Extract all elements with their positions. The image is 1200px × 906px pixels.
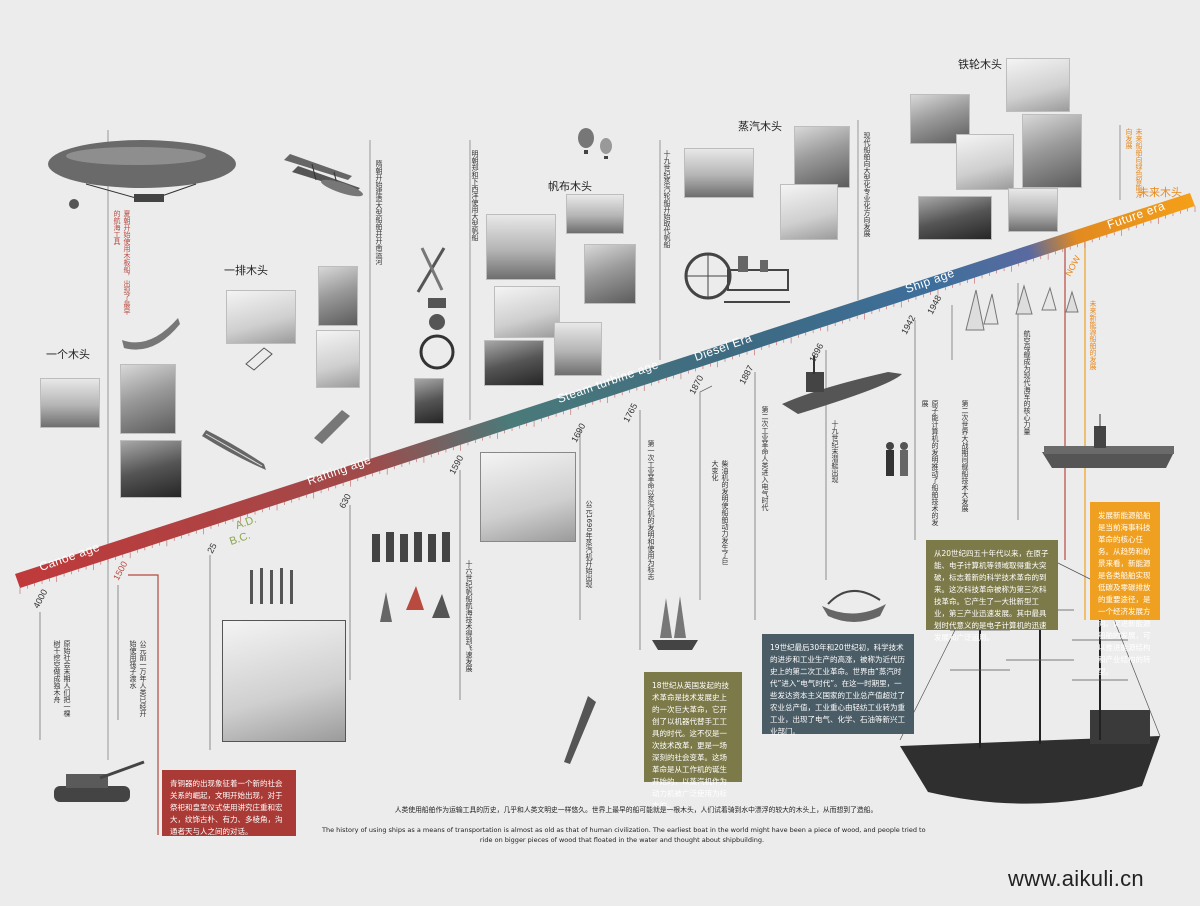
airship-icon (48, 140, 236, 209)
biplane-icon (284, 154, 363, 197)
note: 第一次工业革命以蒸汽机的发明和使用为标志 (647, 440, 655, 580)
section-title-steam: 蒸汽木头 (738, 120, 782, 133)
junk-boat-icon (822, 590, 886, 622)
note: 隋朝开始建造大型船舶并开凿运河 (375, 160, 383, 265)
sail-photo (414, 378, 444, 424)
cargo-ship-photo (918, 196, 992, 240)
plank-icon (314, 410, 350, 444)
section-title-iron: 铁轮木头 (958, 58, 1002, 71)
sailboat-icon (965, 284, 1079, 331)
new-energy-box: 发展新能源船舶是当前海事科技革命的核心任务。从趋势和前景来看，新能源是各类船舶实… (1090, 502, 1160, 676)
caption-english-line1: The history of using ships as a means of… (322, 826, 926, 834)
raft-pattern (316, 330, 360, 388)
tech-revolution-box: 从20世纪四五十年代以来，在原子能、电子计算机等领域取得重大突破，标志着新的科学… (926, 540, 1058, 642)
caption-english-line2: ride on bigger pieces of wood that float… (479, 836, 765, 844)
note: 十六世纪帆船航海技术得到飞速发展 (465, 560, 473, 672)
note: 夏朝开始使用木板船，出现了最早的航海工具 (113, 210, 131, 315)
iron-ship-photo (910, 94, 970, 144)
divider-lines (107, 120, 1121, 760)
era-drop-lines (128, 240, 1066, 835)
bronze-age-box: 青铜器的出现象征着一个新的社会关系的崛起，文明开始出现，对于祭祀和皇室仪式使用讲… (162, 770, 296, 836)
raft-photo (318, 266, 358, 326)
aircraft-carrier-icon (1042, 414, 1174, 468)
section-title-one-log: 一个木头 (46, 348, 90, 361)
sail-photo (486, 214, 556, 280)
ancient-ship-drawing (222, 620, 346, 742)
raft-sketch-icon (245, 347, 273, 371)
note: 十九世纪蒸汽轮船开始取代帆船 (663, 150, 671, 248)
wooden-boat-icon (202, 430, 266, 470)
note: 未来船舶向绿色智能方向发展 (1125, 128, 1143, 198)
site-watermark: www.aikuli.cn (1008, 866, 1144, 891)
note: 公元1690年蒸汽机开始出现 (585, 500, 593, 588)
timeline-ribbon-band (15, 193, 1195, 588)
oar-icon (416, 247, 446, 293)
canoe-photo (40, 378, 100, 428)
ship-wheel-icon (419, 298, 455, 370)
industrial-revolution-box: 18世纪从英国发起的技术革命是技术发展史上的一次巨大革命，它开创了以机器代替手工… (644, 672, 742, 810)
sailboat-sketch (480, 452, 576, 542)
iron-ship-photo (1022, 114, 1082, 188)
note: 十九世纪末潜艇出现 (831, 420, 839, 483)
sail-photo (494, 286, 560, 338)
people-icon (886, 442, 908, 476)
note: 明朝郑和下西洋使用大型帆船 (471, 150, 479, 241)
steam-photo (794, 126, 850, 188)
sail-photo (566, 194, 624, 234)
sails-sketch-icon (380, 586, 450, 622)
note: 航空母舰成为现代海军的核心力量 (1023, 330, 1031, 435)
sail-photo (484, 340, 544, 386)
electrical-age-box: 19世纪最后30年和20世纪初，科学技术的进步和工业生产的高涨，被称为近代历史上… (762, 634, 914, 736)
note: 原子能计算机的发明推动了船舶技术的发展 (921, 400, 939, 526)
dugout-canoe-icon (122, 318, 180, 350)
section-title-raft: 一排木头 (224, 264, 268, 277)
canoe-photo (120, 364, 176, 434)
note: 柴油机的发明使船舶动力发生了巨大变化 (711, 460, 729, 565)
balloon-icon (578, 128, 612, 159)
note: 第二次世界大战期间舰船技术大发展 (961, 400, 969, 512)
submarine-icon (782, 356, 902, 414)
tank-icon (54, 760, 145, 802)
tallship-icon (652, 596, 698, 650)
sail-photo (554, 322, 602, 376)
iron-ship-photo (1006, 58, 1070, 112)
crowd-icon (372, 532, 450, 562)
steam-photo (780, 184, 838, 240)
steam-engine-icon (684, 252, 790, 303)
sail-photo (584, 244, 636, 304)
raft-photo (226, 290, 296, 344)
note: 公元前一万年人类已经开始使用筏子渡水 (129, 640, 147, 717)
note: 现代船舶向大型化专业化方向发展 (863, 132, 871, 237)
note: 第二次工业革命人类进入电气时代 (761, 406, 769, 511)
note: 未来新能源船舶的发展 (1089, 300, 1097, 370)
note: 原始社会末期人们把一棵树干挖空做成独木舟 (53, 640, 71, 717)
iron-ship-photo (956, 134, 1014, 190)
section-title-sail: 帆布木头 (548, 180, 592, 193)
iron-ship-photo (1008, 188, 1058, 232)
windsurf-icon (564, 696, 596, 764)
tools-icon (250, 568, 293, 604)
section-title-future: 未来木头 (1138, 186, 1182, 199)
caption-chinese: 人类使用船舶作为运输工具的历史，几乎和人类文明史一样悠久。世界上最早的船可能就是… (394, 806, 878, 814)
steam-photo (684, 148, 754, 198)
canoe-photo (120, 440, 182, 498)
